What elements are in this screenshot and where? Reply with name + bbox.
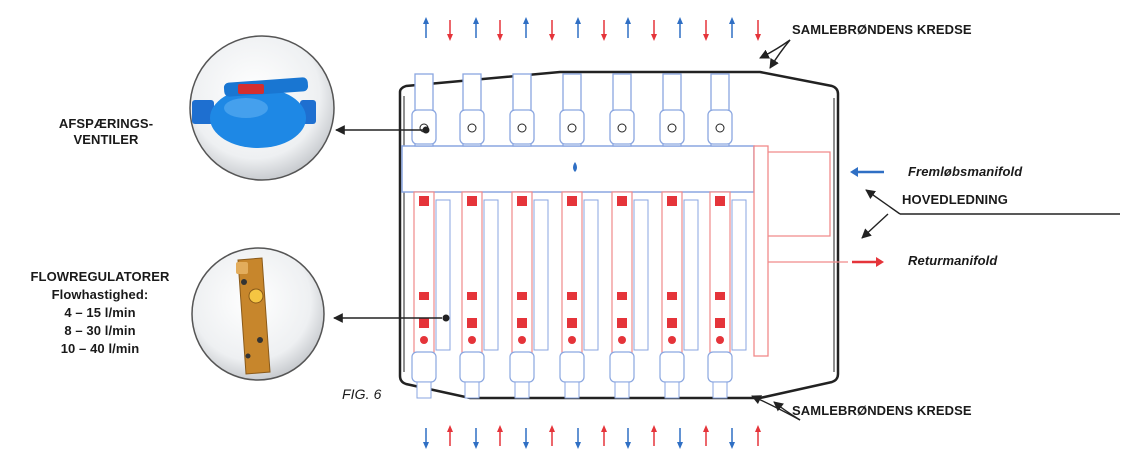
cabinet-outline	[398, 70, 840, 400]
bottom-arrow-8	[601, 425, 607, 446]
bottom-arrow-6	[549, 425, 555, 446]
main-line-connections	[768, 151, 848, 263]
flow-rate-subtitle: Flowhastighed:	[51, 287, 149, 302]
top-arrow-8	[601, 20, 607, 41]
bottom-arrow-7	[575, 428, 581, 449]
ball-valve-icon	[192, 77, 316, 148]
top-arrow-4	[497, 20, 503, 41]
bottom-arrow-9	[625, 428, 631, 449]
supply-manifold-label: Fremløbsmanifold	[908, 164, 1023, 179]
leader-lines	[333, 39, 1120, 421]
bottom-arrow-10	[651, 425, 657, 446]
circuits-bottom-label: SAMLEBRØNDENS KREDSE	[792, 403, 972, 418]
top-arrow-13	[729, 17, 735, 38]
circuit-5	[609, 73, 649, 399]
circuits-top-label: SAMLEBRØNDENS KREDSE	[792, 22, 972, 37]
circuit-3	[509, 73, 549, 399]
bottom-arrow-11	[677, 428, 683, 449]
top-arrow-1	[423, 17, 429, 38]
bottom-arrow-5	[523, 428, 529, 449]
top-arrow-12	[703, 20, 709, 41]
top-arrow-7	[575, 17, 581, 38]
circuit-2	[459, 73, 499, 399]
bottom-arrow-1	[423, 428, 429, 449]
flow-range-3: 10 – 40 l/min	[60, 341, 140, 356]
circuit-7	[707, 73, 747, 399]
top-arrow-14	[755, 20, 761, 41]
return-manifold-bar	[753, 145, 769, 357]
flow-regulator-inset	[191, 247, 325, 381]
circuit-flow-arrows	[423, 17, 761, 449]
bottom-arrow-4	[497, 425, 503, 446]
top-arrow-2	[447, 20, 453, 41]
flow-range-2: 8 – 30 l/min	[64, 323, 136, 338]
bottom-arrow-13	[729, 428, 735, 449]
shutoff-valves-line-2: VENTILER	[73, 132, 139, 147]
return-arrow-icon	[852, 257, 884, 267]
regulator-callout-dot	[442, 314, 450, 322]
manifold-circuits	[411, 73, 747, 399]
supply-arrow-icon	[850, 167, 884, 177]
shutoff-valves-line-1: AFSPÆRINGS-	[58, 116, 154, 131]
top-arrow-3	[473, 17, 479, 38]
top-arrow-11	[677, 17, 683, 38]
circuit-1	[411, 73, 451, 399]
top-arrow-10	[651, 20, 657, 41]
valve-callout-dot	[422, 126, 430, 134]
ball-valve-inset	[189, 35, 335, 181]
shutoff-valves-label: AFSPÆRINGS- VENTILER	[32, 116, 180, 148]
top-arrow-9	[625, 17, 631, 38]
flow-regulator-icon	[236, 257, 271, 375]
bottom-arrow-14	[755, 425, 761, 446]
top-arrow-5	[523, 17, 529, 38]
flow-regulators-label: FLOWREGULATORER Flowhastighed: 4 – 15 l/…	[0, 268, 200, 358]
supply-manifold-bar	[401, 145, 755, 193]
return-manifold-label: Returmanifold	[908, 253, 998, 268]
main-line-label: HOVEDLEDNING	[902, 192, 1008, 207]
top-arrow-6	[549, 20, 555, 41]
bottom-arrow-2	[447, 425, 453, 446]
flow-range-1: 4 – 15 l/min	[64, 305, 136, 320]
flow-regulators-title: FLOWREGULATORER	[30, 269, 170, 284]
circuit-4	[559, 73, 599, 399]
circuit-6	[659, 73, 699, 399]
bottom-arrow-12	[703, 425, 709, 446]
bottom-arrow-3	[473, 428, 479, 449]
figure-label: FIG. 6	[342, 386, 382, 402]
